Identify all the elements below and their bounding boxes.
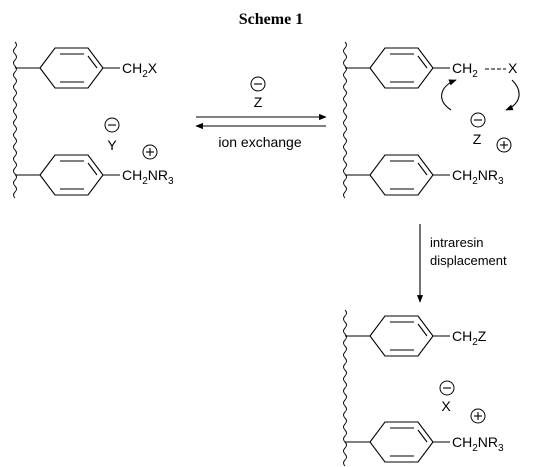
resin-left: CH2X CH2NR3 Y [13, 41, 174, 199]
scheme-title: Scheme 1 [239, 11, 303, 28]
benzene-ring-top-left [15, 47, 120, 89]
ion-x: X [441, 398, 451, 414]
benzene-ring-top-product [345, 315, 450, 357]
ion-z: Z [473, 131, 482, 147]
curved-arrow-attack [441, 79, 457, 111]
label-ion-exchange: ion exchange [218, 134, 302, 150]
label-ch2nr3-right: CH2NR3 [452, 167, 504, 187]
curved-arrow-leave [505, 79, 520, 111]
benzene-ring-top-right [345, 47, 450, 89]
ion-y: Y [107, 137, 117, 153]
benzene-ring-bottom-product [345, 421, 450, 463]
displacement-arrow: intraresin displacement [416, 224, 507, 303]
label-ch2nr3-left: CH2NR3 [122, 167, 174, 187]
ion-z-reagent: Z [254, 94, 263, 110]
minus-charge-y [104, 117, 120, 133]
equilibrium-arrows: Z ion exchange [195, 76, 327, 150]
resin-product: CH2Z X CH2NR3 [343, 309, 504, 467]
label-ch2x-left: CH2X [122, 60, 158, 80]
benzene-ring-bottom-left [15, 154, 120, 196]
plus-charge-product [470, 408, 486, 424]
resin-right: CH2 X Z CH2NR3 [343, 41, 520, 199]
minus-charge-x [439, 380, 455, 396]
label-ch2z: CH2Z [452, 328, 487, 348]
label-intraresin: intraresin [430, 235, 483, 250]
leaving-group-x: X [508, 60, 518, 76]
label-ch2nr3-product: CH2NR3 [452, 434, 504, 454]
resin-backbone-wavy [343, 309, 347, 467]
benzene-ring-bottom-right [345, 154, 450, 196]
plus-charge-left [142, 144, 158, 160]
minus-charge-z-reagent [250, 76, 266, 92]
label-displacement: displacement [430, 253, 507, 268]
plus-charge-right [496, 137, 512, 153]
minus-charge-z [470, 112, 486, 128]
label-ch2-x-right: CH2 [452, 60, 478, 80]
